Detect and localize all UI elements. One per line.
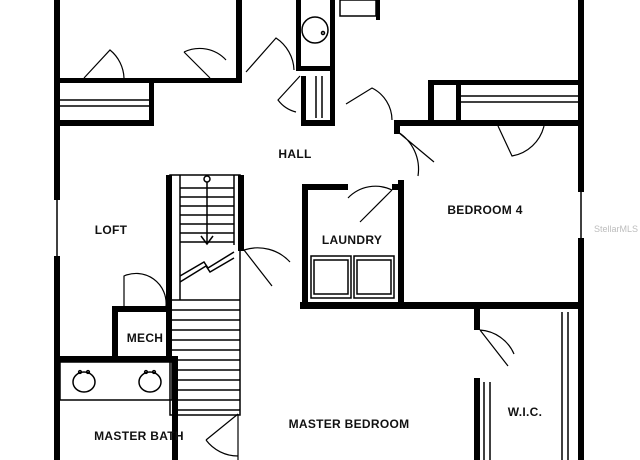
wall-top-left-closet-bottom: [54, 120, 154, 126]
door-swing-top-mid: [245, 37, 295, 73]
room-label-loft: LOFT: [95, 223, 128, 237]
wall-top-mid-vertical: [236, 0, 242, 82]
wall-laundry-top-right: [392, 184, 402, 190]
washer-inner: [313, 259, 349, 295]
wall-master-bath-right: [172, 356, 178, 460]
wall-small-closet-left: [301, 76, 306, 126]
watermark: StellarMLS: [594, 224, 638, 234]
wall-small-closet-bottom: [301, 120, 335, 126]
wall-laundry-top: [302, 184, 348, 190]
sink-top-drain: [320, 30, 326, 36]
wall-wic-left-lower: [474, 378, 480, 460]
stair-treads: [172, 187, 240, 411]
wall-sink-room-right: [330, 0, 335, 125]
wall-bedroom4-bottom: [300, 302, 584, 309]
wall-b4-closet-top: [428, 80, 584, 85]
door-swing-master-bath: [205, 413, 239, 460]
staircase: [166, 174, 244, 416]
wall-b4-closet-left: [428, 80, 434, 126]
sink-left: [72, 369, 96, 393]
fixture-top-edge: [376, 0, 380, 20]
wall-mech-right: [166, 300, 172, 362]
room-label-laundry: LAUNDRY: [322, 233, 382, 247]
wall-bedroom4-left: [398, 180, 404, 308]
stair-direction-arrow: [179, 175, 235, 283]
door-swing-hall-top: [345, 87, 393, 121]
fixture-top: [339, 0, 377, 17]
wall-b4-closet-divider: [456, 80, 461, 126]
exterior-wall-left-top: [54, 0, 60, 200]
room-label-mech: MECH: [127, 331, 164, 345]
wall-master-bath-top: [54, 356, 172, 362]
washer: [310, 255, 352, 299]
door-swing-wic: [479, 329, 515, 367]
sink-right: [138, 369, 162, 393]
vanity: [59, 361, 173, 401]
door-swing-hall-stairs: [243, 247, 291, 287]
door-swing-bedroom4: [397, 131, 435, 177]
wall-mech-top: [112, 306, 172, 312]
wall-laundry-left: [302, 184, 308, 308]
wall-top-left-closet-right: [149, 78, 154, 126]
door-swing-top-left-2: [183, 47, 227, 79]
exterior-wall-right-top: [578, 0, 584, 192]
wall-top-mid-horizontal: [154, 78, 242, 83]
sink-top: [301, 16, 329, 44]
wall-sink-room-left: [296, 0, 301, 70]
room-label-hall: HALL: [278, 147, 311, 161]
wall-bedroom4-top: [394, 120, 584, 126]
door-swing-mech: [123, 272, 167, 307]
room-label-master-bath: MASTER BATH: [94, 429, 184, 443]
door-swing-b4-closet: [497, 125, 545, 157]
wall-sink-room-bottom: [296, 66, 335, 71]
wall-top-left-horizontal: [54, 78, 154, 83]
wall-bedroom4-left-upper: [394, 120, 400, 134]
room-label-master-bedroom: MASTER BEDROOM: [289, 417, 410, 431]
wall-wic-left: [474, 308, 480, 330]
dryer: [353, 255, 395, 299]
exterior-wall-right-bottom: [578, 238, 584, 308]
room-label-bedroom-4: BEDROOM 4: [447, 203, 522, 217]
wall-mech-left: [112, 306, 118, 362]
wall-wic-right: [578, 308, 584, 460]
door-swing-laundry: [347, 185, 393, 223]
room-label-wic: W.I.C.: [508, 405, 542, 419]
door-swing-top-left-1: [83, 49, 125, 79]
dryer-inner: [356, 259, 392, 295]
door-swing-small-closet: [277, 75, 301, 113]
